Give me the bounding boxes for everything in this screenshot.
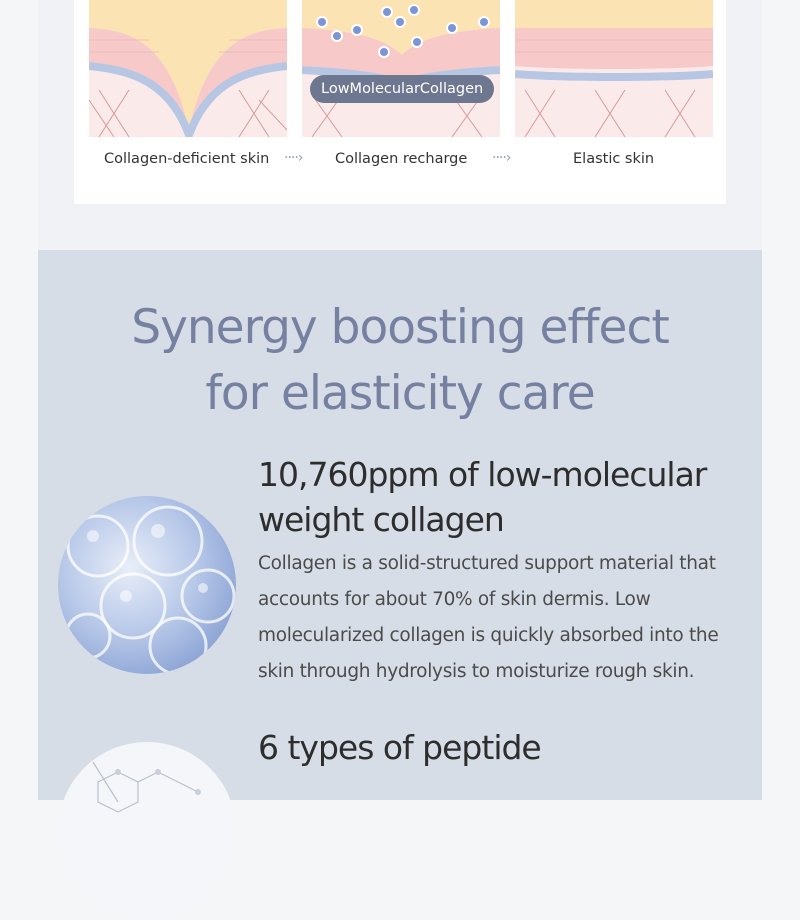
headline-line-2: for elasticity care bbox=[205, 366, 595, 421]
collagen-bubbles-image bbox=[58, 496, 236, 674]
feature-1-title-line-1: 10,760ppm of low-molecular bbox=[258, 455, 707, 494]
arrow-2: ····› bbox=[492, 150, 511, 166]
peptide-molecule-image bbox=[58, 742, 236, 920]
caption-collagen-deficient: Collagen-deficient skin bbox=[104, 151, 270, 167]
arrow-1: ····› bbox=[284, 150, 303, 166]
caption-collagen-recharge: Collagen recharge bbox=[335, 151, 468, 167]
low-molecular-collagen-badge: LowMolecularCollagen bbox=[310, 75, 495, 103]
feature-2-title: 6 types of peptide bbox=[258, 728, 542, 767]
headline-line-1: Synergy boosting effect bbox=[131, 300, 670, 355]
skin-illustration-elastic bbox=[515, 0, 713, 137]
caption-elastic-skin: Elastic skin bbox=[573, 151, 655, 167]
skin-illustration-deficient bbox=[89, 0, 287, 137]
skin-illustration-recharge bbox=[302, 0, 500, 137]
feature-1-title-line-2: weight collagen bbox=[258, 500, 505, 539]
feature-1-description: Collagen is a solid-structured support m… bbox=[258, 553, 719, 682]
